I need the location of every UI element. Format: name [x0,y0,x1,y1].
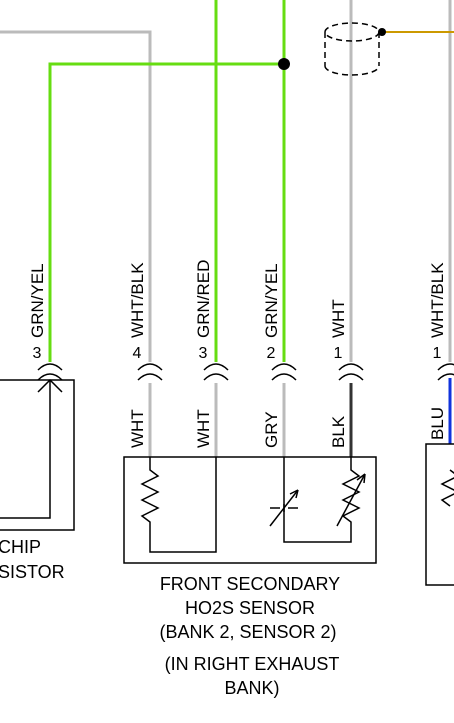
pin-number-sensor-1: 1 [334,345,343,362]
left-caption-line2: SISTOR [0,562,65,582]
connector-sensor-pin3 [203,363,229,381]
wire-grn-yel-left [48,62,284,362]
sensor-caption-line4: (IN RIGHT EXHAUST [165,654,340,674]
pin-number-sensor-4: 4 [133,345,142,362]
wire-label-left-above: GRN/YEL [28,263,47,338]
pin-number-sensor-2: 2 [267,345,276,362]
sensor-caption-line1: FRONT SECONDARY [160,574,340,594]
wire-label-pin2-below: GRY [262,411,281,448]
sensor-box [123,456,377,564]
wire-wht-blk-pin4 [0,30,152,362]
wire-label-pin3-below: WHT [194,409,213,448]
sensor-caption-line2: HO2S SENSOR [185,598,315,618]
splice-point [278,58,290,70]
wire-label-pin4-below: WHT [128,409,147,448]
pin-number-sensor-3: 3 [199,345,208,362]
wire-label-right-above: WHT/BLK [428,262,447,338]
connector-sensor-pin4 [137,363,163,381]
sensor-caption-line3: (BANK 2, SENSOR 2) [159,622,336,642]
pin-number-right: 1 [433,345,442,362]
wire-label-pin3-above: GRN/RED [194,260,213,338]
connector-sensor-pin2 [271,363,297,381]
shield-ground-dot [378,28,386,36]
connector-right-pin1 [437,363,454,381]
connector-left-pin3 [37,363,63,381]
pin-number-left: 3 [33,345,42,362]
wire-label-pin2-above: GRN/YEL [262,263,281,338]
right-component [425,443,454,586]
wire-label-right-below: BLU [428,407,447,440]
wire-label-pin1-above: WHT [329,299,348,338]
connector-sensor-pin1 [338,363,364,381]
sensor-caption-line5: BANK) [224,678,279,698]
left-caption-line1: CHIP [0,537,41,557]
left-component [0,378,75,531]
wire-label-pin4-above: WHT/BLK [128,262,147,338]
wire-label-pin1-below: BLK [329,415,348,448]
